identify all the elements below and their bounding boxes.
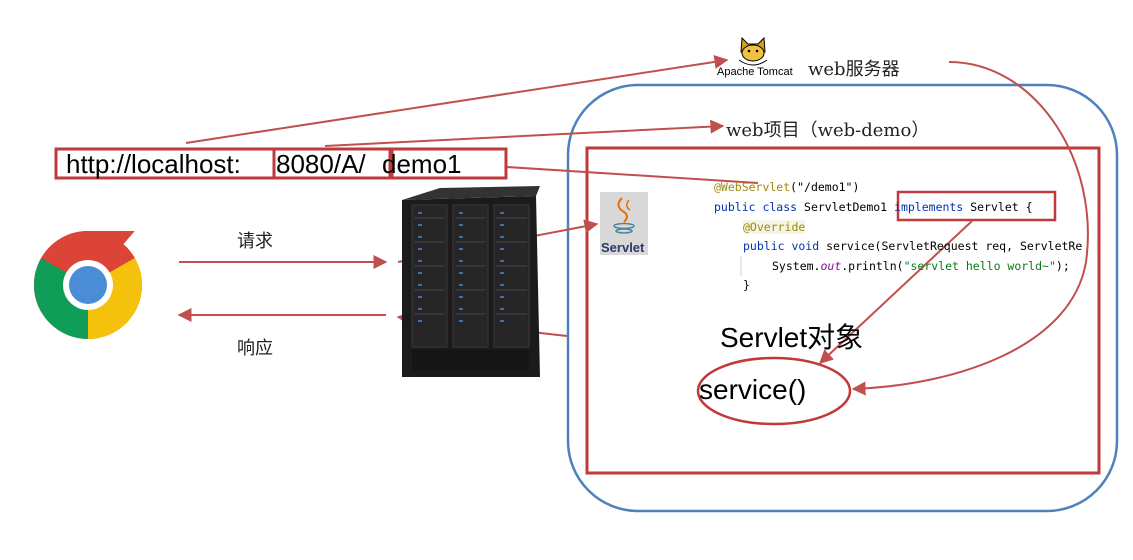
code-keyword-method: public void (743, 239, 820, 253)
arrow-path-to-project (324, 119, 725, 147)
code-method-signature: service(ServletRequest req, ServletRe (819, 239, 1083, 253)
tomcat-logo-text: Apache Tomcat (717, 66, 793, 78)
implements-servlet-box (896, 190, 1057, 222)
server-rack-icon (402, 186, 540, 377)
code-end: ); (1055, 259, 1070, 273)
url-resource-text: demo1 (382, 149, 462, 179)
arrow-resource-to-annotation (506, 166, 759, 184)
code-annotation: @WebServlet (714, 180, 791, 194)
code-line-1: @WebServlet("/demo1") (714, 180, 859, 194)
web-project-box (585, 146, 1101, 475)
servlet-icon-label: Servlet (601, 240, 645, 255)
code-line-5: System.out.println("servlet hello world~… (772, 259, 1070, 273)
url-resource-box (390, 147, 508, 180)
arrow-implements-to-service (818, 220, 973, 364)
url-host-text: http://localhost: (66, 149, 241, 179)
request-label: 请求 (237, 231, 273, 252)
code-keyword-class: public class (714, 200, 798, 214)
service-method-label: service() (699, 374, 807, 405)
code-line-2: public class ServletDemo1 implements Ser… (714, 200, 1033, 214)
url-path-box (272, 147, 392, 180)
code-interface: Servlet { (963, 200, 1033, 214)
service-ellipse (696, 356, 852, 426)
code-annotation-arg: ("/demo1") (790, 180, 860, 194)
code-string: "servlet hello world~" (903, 259, 1056, 273)
code-class-name: ServletDemo1 (797, 200, 895, 214)
code-system: System. (772, 259, 821, 273)
chrome-icon (33, 230, 143, 339)
code-closing-brace: } (743, 278, 750, 292)
code-line-4: public void service(ServletRequest req, … (743, 239, 1082, 253)
arrow-host-to-tomcat (185, 54, 729, 144)
servlet-object-label: Servlet对象 (720, 322, 864, 353)
arrow-tomcat-to-service (851, 61, 1089, 396)
code-keyword-implements: implements (894, 200, 964, 214)
code-line-6: } (743, 278, 750, 292)
response-label: 响应 (237, 338, 273, 359)
code-line-3: @Override (743, 220, 806, 234)
code-out: out (820, 259, 842, 273)
code-println: .println( (841, 259, 904, 273)
code-override: @Override (743, 220, 806, 234)
servlet-java-icon (600, 192, 648, 255)
tomcat-logo-icon (738, 36, 768, 66)
url-path-text: 8080/A/ (276, 149, 366, 179)
web-project-label: web项目（web-demo） (726, 120, 930, 141)
web-server-label: web服务器 (808, 59, 900, 80)
web-server-container (566, 83, 1119, 513)
